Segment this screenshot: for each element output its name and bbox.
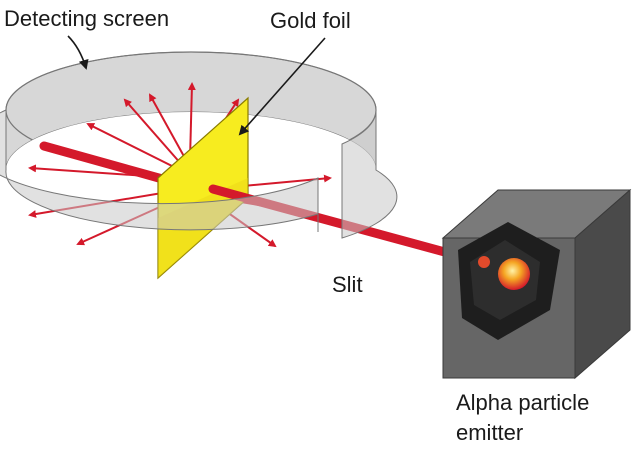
slit-label: Slit (332, 272, 363, 297)
alpha-beam-behind-foil (39, 141, 171, 185)
scatter-arrow (187, 82, 196, 161)
alpha-emitter-block (441, 188, 632, 380)
alpha-emitter-label-line2: emitter (456, 419, 524, 445)
scatter-arrow (149, 93, 187, 161)
detecting-screen-label: Detecting screen (4, 6, 170, 31)
screen-front-wall (0, 109, 319, 231)
scatter-arrow (123, 98, 183, 166)
scatter-arrow (86, 123, 181, 171)
radioactive-source (498, 258, 530, 290)
alpha-emitter-label-line1: Alpha particle (456, 390, 590, 415)
screen-label-arrow (67, 35, 89, 70)
alpha-emitter-label: Alpha particle emitter (456, 388, 589, 447)
screen-front-wall-right (341, 109, 398, 239)
gold-foil-label: Gold foil (270, 8, 351, 33)
source-nozzle (478, 256, 490, 268)
foil-label-arrow (238, 37, 326, 136)
